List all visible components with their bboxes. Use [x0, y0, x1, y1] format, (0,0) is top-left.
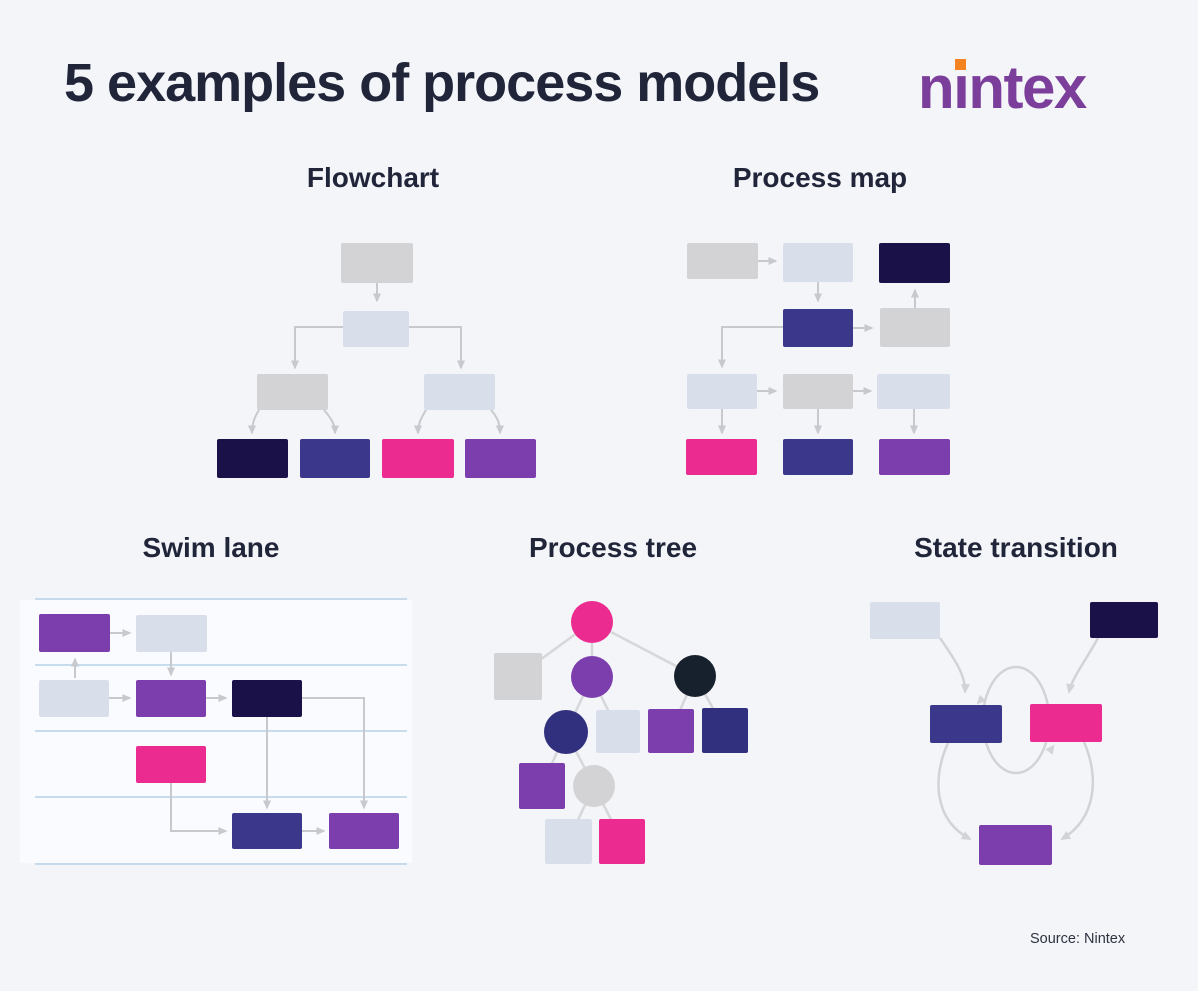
logo-letters-ntex: ntex	[968, 54, 1087, 121]
flowchart-end-node-pink	[382, 439, 454, 478]
state-transition-node-top-right	[1090, 602, 1158, 638]
logo-letter-i: ı	[953, 54, 970, 121]
swim-lane-node-l1c1	[39, 614, 110, 652]
logo-orange-dot-icon	[955, 59, 967, 70]
process-tree-lightblue-square-1	[596, 710, 640, 753]
process-map-node-r1c1	[687, 243, 758, 279]
flowchart-end-node-navy	[217, 439, 288, 478]
process-map-node-r3c1	[687, 374, 757, 409]
process-tree-root-circle	[571, 601, 613, 643]
process-tree-pink-square	[599, 819, 645, 864]
process-tree-lightblue-square-2	[545, 819, 592, 864]
process-map-title: Process map	[732, 162, 908, 193]
process-map-diagram: Process map	[640, 150, 1020, 490]
swim-lane-title: Swim lane	[142, 532, 280, 563]
flowchart-end-node-purple	[465, 439, 536, 478]
process-tree-diagram: Process tree	[440, 520, 800, 900]
process-map-node-r4c1	[686, 439, 757, 475]
page-title: 5 examples of process models	[64, 53, 820, 113]
process-tree-gray-square	[494, 653, 542, 700]
flowchart-decision-node	[343, 311, 409, 347]
process-map-node-r4c3	[879, 439, 950, 475]
state-transition-node-mid-right	[1030, 704, 1102, 742]
flowchart-diagram: Flowchart	[200, 150, 600, 490]
process-tree-indigo-circle	[544, 710, 588, 754]
flowchart-title: Flowchart	[306, 162, 440, 193]
state-transition-diagram: State transition	[820, 520, 1198, 900]
process-map-node-r2c2	[783, 309, 853, 347]
logo-letter-n: n	[918, 54, 955, 121]
process-tree-purple-circle	[571, 656, 613, 698]
swim-lane-diagram: Swim lane	[0, 520, 440, 900]
state-transition-node-mid-left	[930, 705, 1002, 743]
swim-lane-node-l2c3	[232, 680, 302, 717]
process-tree-dark-circle	[674, 655, 716, 697]
swim-lane-node-l4c1	[232, 813, 302, 849]
state-transition-node-top-left	[870, 602, 940, 639]
flowchart-branch-right-node	[424, 374, 495, 410]
process-map-node-r1c2	[783, 243, 853, 282]
swim-lane-node-l3	[136, 746, 206, 783]
flowchart-end-node-indigo	[300, 439, 370, 478]
process-map-node-r1c3	[879, 243, 950, 283]
source-note: Source: Nintex	[1030, 931, 1126, 947]
swim-lane-node-l1c2	[136, 615, 207, 652]
process-tree-purple-square-2	[519, 763, 565, 809]
process-tree-indigo-square	[702, 708, 748, 753]
swim-lane-node-l2c1	[39, 680, 109, 717]
swim-lane-node-l4c2	[329, 813, 399, 849]
process-map-node-r3c2	[783, 374, 853, 409]
flowchart-start-node	[341, 243, 413, 283]
process-map-node-r3c3	[877, 374, 950, 409]
process-tree-title: Process tree	[528, 532, 698, 563]
process-map-node-r4c2	[783, 439, 853, 475]
flowchart-branch-left-node	[257, 374, 328, 410]
process-map-node-r2c3	[880, 308, 950, 347]
process-tree-gray-circle	[573, 765, 615, 807]
swim-lane-node-l2c2	[136, 680, 206, 717]
state-transition-title: State transition	[914, 532, 1118, 563]
state-transition-node-bottom	[979, 825, 1052, 865]
process-tree-purple-square-1	[648, 709, 694, 753]
